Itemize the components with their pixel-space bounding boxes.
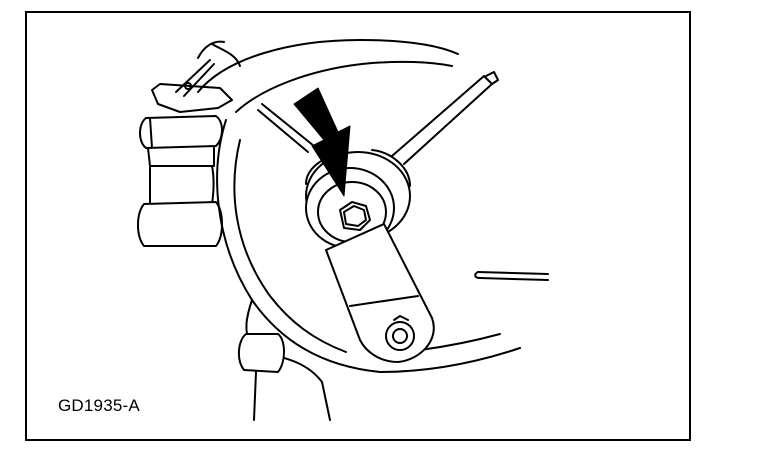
figure-code: GD1935-A: [58, 396, 140, 415]
lower-knuckle: [238, 333, 285, 421]
pin-clip: [151, 40, 241, 113]
bracket-line: [257, 103, 315, 153]
slot-detail: [474, 271, 549, 281]
arrow-down-icon: [293, 87, 351, 197]
lever-arm: [325, 223, 435, 363]
knuckle-stack: [137, 115, 223, 247]
bushing: [305, 149, 411, 249]
hex-bolt-icon: [339, 201, 371, 231]
lower-nut: [385, 315, 415, 351]
rod: [391, 71, 499, 165]
housing: [197, 39, 521, 421]
